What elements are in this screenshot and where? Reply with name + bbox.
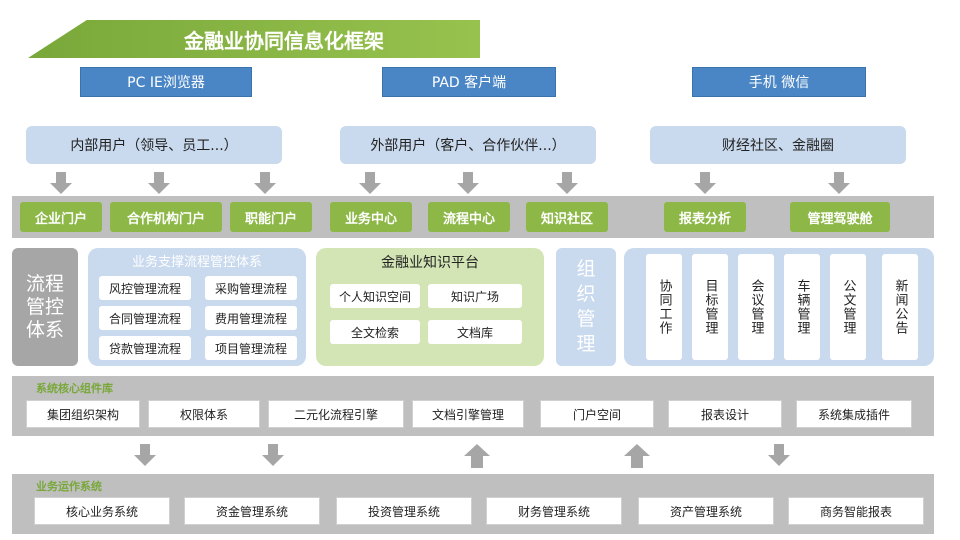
portal-partner: 合作机构门户	[110, 202, 222, 232]
arrow-down-icon	[134, 444, 156, 466]
app-vehicle-management: 车辆管理	[784, 254, 820, 360]
purchase-process: 采购管理流程	[205, 276, 297, 300]
core-document-engine: 文档引擎管理	[412, 400, 524, 428]
process-control-label: 流程管控体系	[25, 272, 64, 341]
client-pad: PAD 客户端	[382, 67, 556, 97]
arrow-down-icon	[254, 172, 276, 194]
arrow-down-icon	[359, 172, 381, 194]
arrow-down-icon	[768, 444, 790, 466]
arrow-down-icon	[50, 172, 72, 194]
personal-knowledge-space: 个人知识空间	[330, 284, 420, 308]
arrow-up-icon	[464, 444, 490, 468]
ops-fund-management: 资金管理系统	[184, 497, 320, 525]
arrow-down-icon	[694, 172, 716, 194]
app-meeting-management: 会议管理	[738, 254, 774, 360]
core-permission: 权限体系	[148, 400, 260, 428]
risk-process: 风控管理流程	[99, 276, 191, 300]
portal-functional: 职能门户	[230, 202, 312, 232]
core-workflow-engine: 二元化流程引擎	[268, 400, 404, 428]
arrow-down-icon	[457, 172, 479, 194]
ops-business-intelligence: 商务智能报表	[788, 497, 924, 525]
business-support-title: 业务支撑流程管控体系	[131, 254, 262, 270]
org-management-label: 组织管理	[576, 258, 596, 355]
ops-core-business: 核心业务系统	[34, 497, 170, 525]
client-pc: PC IE浏览器	[80, 67, 252, 97]
app-document-management: 公文管理	[830, 254, 866, 360]
core-integration-plugin: 系统集成插件	[796, 400, 912, 428]
portal-report-analysis: 报表分析	[664, 202, 746, 232]
arrow-down-icon	[148, 172, 170, 194]
arrow-down-icon	[828, 172, 850, 194]
ops-finance-management: 财务管理系统	[486, 497, 622, 525]
expense-process: 费用管理流程	[205, 306, 297, 330]
ops-asset-management: 资产管理系统	[638, 497, 774, 525]
org-management-block: 组织管理	[556, 248, 616, 366]
contract-process: 合同管理流程	[99, 306, 191, 330]
app-collaboration: 协同工作	[646, 254, 682, 360]
core-org-structure: 集团组织架构	[26, 400, 140, 428]
core-portal-space: 门户空间	[540, 400, 654, 428]
app-news-announcement: 新闻公告	[882, 254, 918, 360]
user-internal: 内部用户（领导、员工...）	[26, 126, 282, 164]
app-goal-management: 目标管理	[692, 254, 728, 360]
document-library: 文档库	[428, 320, 522, 344]
title-banner: 金融业协同信息化框架	[28, 20, 480, 58]
client-mobile: 手机 微信	[692, 67, 866, 97]
loan-process: 贷款管理流程	[99, 336, 191, 360]
portal-knowledge-community: 知识社区	[526, 202, 608, 232]
business-support-block: 业务支撑流程管控体系 风控管理流程 采购管理流程 合同管理流程 费用管理流程 贷…	[88, 248, 306, 366]
knowledge-square: 知识广场	[428, 284, 522, 308]
process-control-block: 流程管控体系	[12, 248, 78, 366]
knowledge-platform-block: 金融业知识平台 个人知识空间 知识广场 全文检索 文档库	[316, 248, 544, 366]
arrow-up-icon	[624, 444, 650, 468]
apps-block: 协同工作 目标管理 会议管理 车辆管理 公文管理 新闻公告	[624, 248, 934, 366]
portal-enterprise: 企业门户	[20, 202, 102, 232]
portal-process-center: 流程中心	[428, 202, 510, 232]
portal-business-center: 业务中心	[330, 202, 412, 232]
page-title: 金融业协同信息化框架	[184, 28, 384, 53]
full-text-search: 全文检索	[330, 320, 420, 344]
project-process: 项目管理流程	[205, 336, 297, 360]
knowledge-platform-title: 金融业知识平台	[381, 255, 479, 271]
core-report-design: 报表设计	[668, 400, 782, 428]
portal-management-cockpit: 管理驾驶舱	[790, 202, 890, 232]
user-community: 财经社区、金融圈	[650, 126, 906, 164]
ops-investment-management: 投资管理系统	[336, 497, 472, 525]
arrow-down-icon	[262, 444, 284, 466]
user-external: 外部用户（客户、合作伙伴...）	[340, 126, 596, 164]
arrow-down-icon	[556, 172, 578, 194]
ops-system-label: 业务运作系统	[36, 480, 102, 493]
core-component-label: 系统核心组件库	[36, 382, 113, 395]
